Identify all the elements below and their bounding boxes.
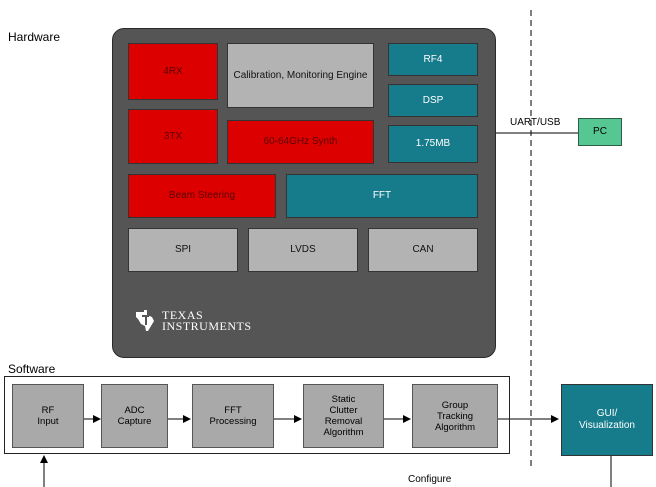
memory-block: 1.75MB (388, 125, 478, 163)
adc-capture-block: ADC Capture (101, 384, 168, 448)
static-clutter-removal-block: Static Clutter Removal Algorithm (303, 384, 384, 448)
texas-instruments-logo: TEXAS INSTRUMENTS (134, 308, 274, 334)
software-label: Software (8, 362, 56, 376)
calibration-engine-block: Calibration, Monitoring Engine (227, 43, 374, 108)
can-block: CAN (368, 228, 478, 272)
rx-block: 4RX (128, 43, 218, 100)
configure-label: Configure (408, 474, 452, 485)
group-tracking-block: Group Tracking Algorithm (412, 384, 498, 448)
fft-processing-line1: FFT (224, 405, 242, 416)
ti-state-icon (136, 310, 154, 331)
group-tracking-line2: Tracking (436, 410, 474, 422)
group-tracking-line3: Algorithm (434, 421, 476, 433)
dsp-block: DSP (388, 84, 478, 117)
gui-line1: GUI/ (596, 408, 618, 419)
fft-block: FFT (286, 174, 478, 218)
adc-capture-line1: ADC (124, 405, 145, 416)
software-pipeline-container (4, 376, 510, 454)
fft-processing-block: FFT Processing (192, 384, 274, 448)
ti-logo-line2: INSTRUMENTS (162, 319, 252, 333)
fft-processing-line2: Processing (209, 416, 257, 427)
group-tracking-line1: Group (441, 399, 469, 411)
static-clutter-line2: Clutter (329, 405, 358, 416)
rf4-block: RF4 (388, 43, 478, 76)
rf-input-line2: Input (37, 416, 59, 427)
lvds-block: LVDS (248, 228, 358, 272)
rf-input-block: RF Input (12, 384, 84, 448)
static-clutter-line1: Static (331, 394, 356, 405)
gui-line2: Visualization (579, 420, 635, 431)
gui-visualization-block: GUI/ Visualization (561, 384, 653, 456)
rf-input-line1: RF (41, 405, 55, 416)
adc-capture-line2: Capture (117, 416, 152, 427)
beam-steering-block: Beam Steering (128, 174, 276, 218)
static-clutter-line3: Removal (324, 416, 363, 427)
spi-block: SPI (128, 228, 238, 272)
ti-logo-line1: TEXAS (162, 308, 204, 322)
pc-block: PC (578, 118, 622, 146)
hardware-label: Hardware (8, 30, 61, 44)
static-clutter-line4: Algorithm (323, 427, 364, 438)
synth-block: 60-64GHz Synth (227, 120, 374, 164)
tx-block: 3TX (128, 109, 218, 164)
uart-usb-label: UART/USB (510, 117, 561, 128)
